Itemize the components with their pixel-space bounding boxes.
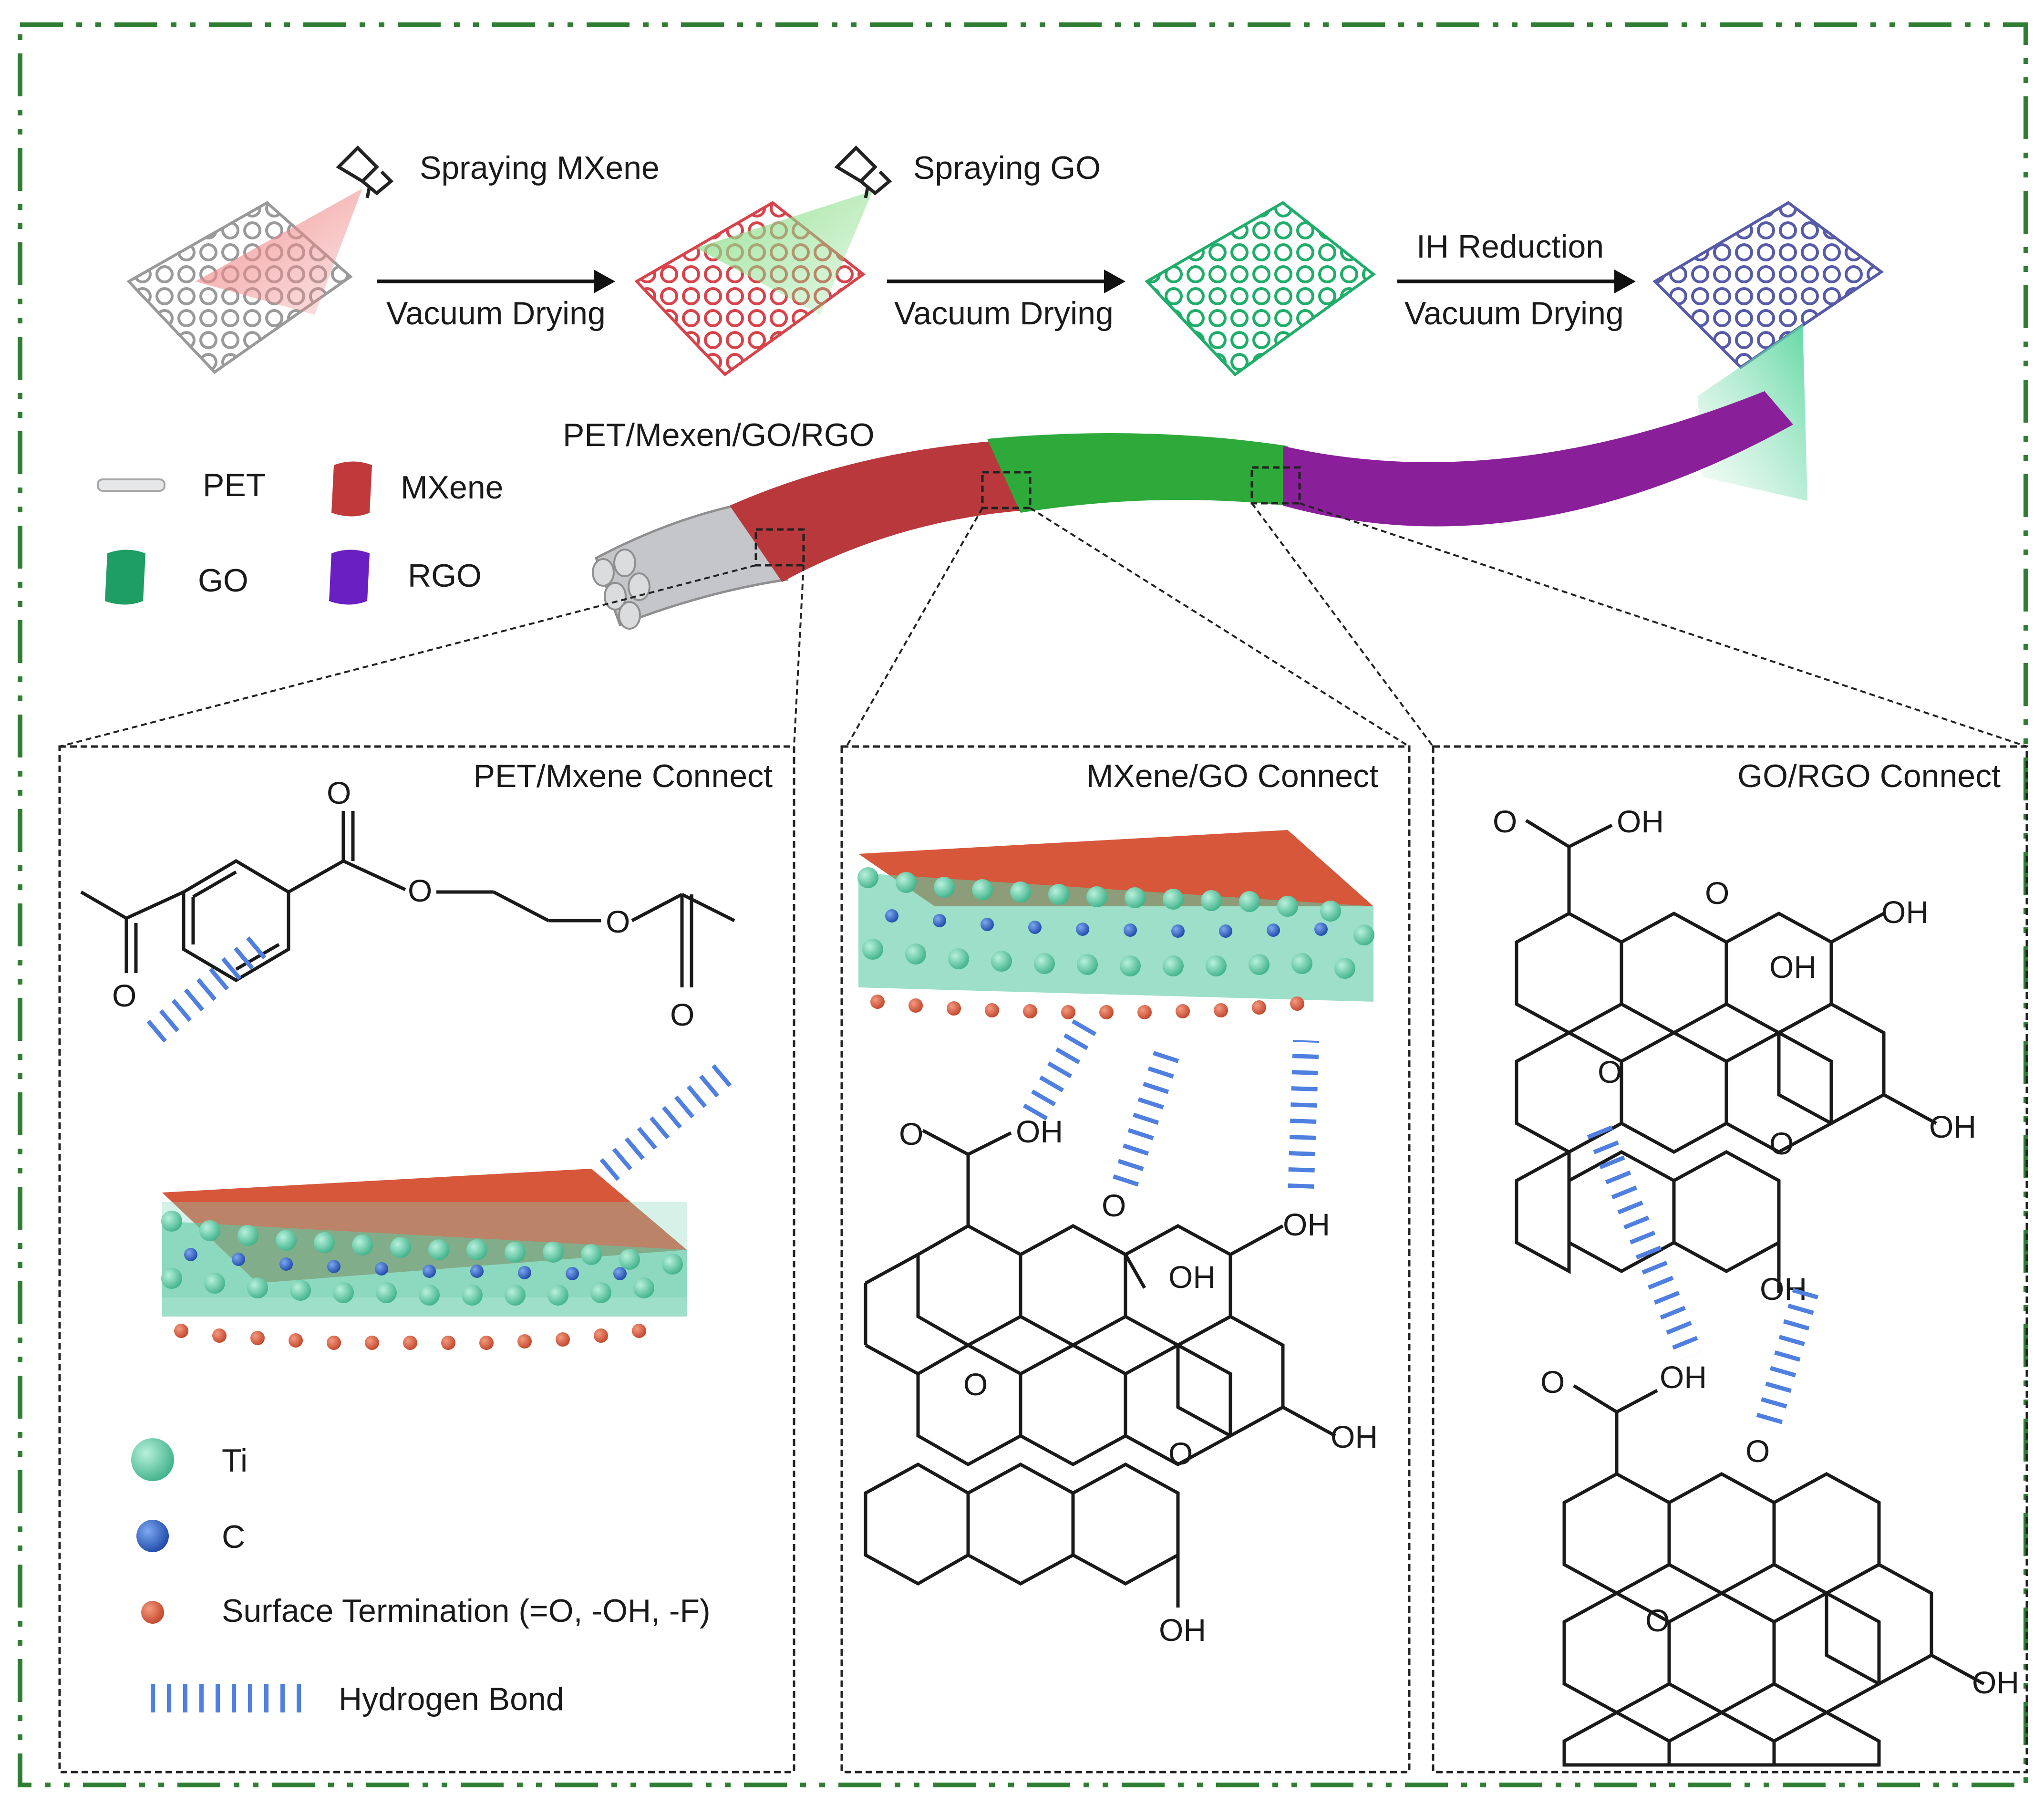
pet-atom-o: O [408,873,432,908]
svg-text:MXene: MXene [401,469,503,506]
svg-text:Hydrogen Bond: Hydrogen Bond [339,1681,564,1717]
zoom-connectors [59,502,2027,747]
composite-fiber [592,324,1807,630]
svg-text:PET: PET [203,467,266,503]
hydrogen-bond [1111,1047,1181,1191]
hydrogen-bond [1288,1040,1320,1193]
panel-pet-mxene [58,745,795,1774]
rgo-structure-right-bottom [1562,1384,1985,1767]
panel-title-middle: MXene/GO Connect [1086,758,1378,794]
vacuum-drying-label-3: Vacuum Drying [1404,295,1624,332]
go-mid-atom-o: O [899,1116,923,1151]
atom-legend: Ti C Surface Termination (=O, -OH, -F) H… [131,1438,711,1717]
go-mid-atom-o: O [963,1367,988,1402]
go-right-atom-o: O [1769,1126,1794,1161]
mxene-slab-middle [857,830,1374,1019]
go-right-atom-oh: OH [1929,1109,1976,1144]
svg-text:GO: GO [198,562,248,599]
process-row: Spraying MXene Vacuum Drying Spraying GO… [126,145,1884,376]
pet-atom-o: O [670,997,694,1032]
go-mid-atom-oh: OH [1283,1207,1330,1242]
rgo-atom-o: O [1645,1603,1670,1638]
hydrogen-bond [1755,1279,1821,1429]
go-right-atom-o: O [1493,804,1517,839]
fabric-rgo [1652,201,1884,369]
go-right-atom-oh: OH [1617,804,1664,839]
legend-item-hbond: Hydrogen Bond [143,1681,564,1717]
go-mid-atom-o: O [1168,1436,1193,1471]
legend-item-c: C [136,1519,245,1555]
go-mid-atom-oh: OH [1016,1114,1063,1149]
rgo-atom-o: O [1540,1364,1565,1400]
legend-item-rgo: RGO [329,550,482,605]
go-right-atom-oh: OH [1769,949,1817,985]
spray-go-label: Spraying GO [913,150,1101,186]
hydrogen-bond [1585,1121,1703,1361]
pet-atom-o: O [112,978,136,1013]
svg-text:C: C [222,1519,245,1555]
material-legend: PET MXene GO RGO [97,461,503,605]
go-mid-atom-oh: OH [1168,1259,1216,1295]
legend-item-go: GO [105,550,248,605]
spray-gun-icon [834,145,892,198]
rgo-atom-oh: OH [1660,1359,1707,1395]
legend-item-termination: Surface Termination (=O, -OH, -F) [141,1593,711,1629]
arrow-2 [887,270,1125,293]
spray-gun-icon [336,145,394,198]
spray-mxene-label: Spraying MXene [420,150,660,186]
fabric-pet [126,188,362,374]
panel-title-right: GO/RGO Connect [1737,758,2001,794]
go-right-atom-oh: OH [1881,894,1929,930]
hydrogen-bond [596,1062,734,1184]
fabric-go [1145,201,1376,376]
panel-go-rgo [1432,745,2028,1774]
go-mid-atom-oh: OH [1159,1612,1206,1648]
pet-atom-o: O [606,904,630,939]
fabric-mxene [634,191,873,376]
go-mid-atom-oh: OH [1331,1419,1378,1454]
go-mid-atom-o: O [1102,1188,1126,1223]
go-right-atom-o: O [1705,875,1729,911]
vacuum-drying-label-2: Vacuum Drying [894,295,1114,332]
panel-mxene-go [840,745,1411,1774]
rgo-atom-o: O [1745,1433,1770,1469]
fiber-label: PET/Mexen/GO/RGO [563,417,875,453]
ih-reduction-label: IH Reduction [1416,228,1604,265]
arrow-1 [377,270,615,293]
go-structure-middle [864,1129,1336,1608]
mxene-slab-left [161,1169,687,1350]
svg-text:RGO: RGO [408,558,482,594]
legend-item-pet: PET [97,467,266,503]
outer-frame [18,22,2028,1787]
hydrogen-bond [1021,1016,1098,1125]
vacuum-drying-label-1: Vacuum Drying [386,295,606,332]
svg-text:Surface Termination (=O, -OH,: Surface Termination (=O, -OH, -F) [222,1593,711,1629]
go-structure-right-top [1515,819,1937,1293]
svg-text:Ti: Ti [222,1442,248,1479]
legend-item-mxene: MXene [331,461,503,517]
panel-title-left: PET/Mxene Connect [474,758,773,794]
pet-atom-o: O [327,775,351,810]
legend-item-ti: Ti [131,1438,248,1481]
hydrogen-bond [143,934,270,1046]
arrow-3 [1397,270,1636,293]
go-right-atom-o: O [1598,1054,1622,1089]
rgo-atom-oh: OH [1972,1665,2019,1700]
